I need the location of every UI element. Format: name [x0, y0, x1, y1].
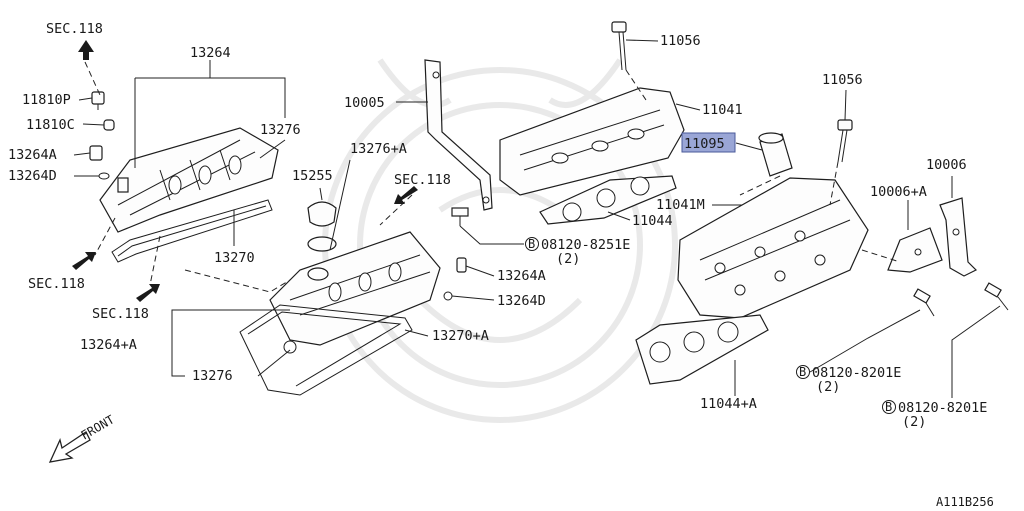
dowel-11095[interactable] [758, 132, 793, 177]
label-08120-8251E[interactable]: 08120-8251E [541, 237, 630, 253]
label-10006[interactable]: 10006 [926, 157, 967, 173]
sec118-arrow-center [394, 186, 418, 204]
label-15255[interactable]: 15255 [292, 168, 333, 184]
label-13264[interactable]: 13264 [190, 45, 231, 61]
label-13270[interactable]: 13270 [214, 250, 255, 266]
bolt-13264A-mid[interactable] [456, 257, 467, 273]
right-rocker-gasket[interactable] [239, 304, 413, 396]
label-11095[interactable]: 11095 [684, 136, 725, 152]
label-08120-8201E-a[interactable]: 08120-8201E [812, 365, 901, 381]
label-13276-bottom[interactable]: 13276 [192, 368, 233, 384]
bracket-10006[interactable] [939, 197, 978, 277]
left-rocker-cover[interactable] [99, 127, 279, 233]
label-11041[interactable]: 11041 [702, 102, 743, 118]
bolt-13264A-left[interactable] [89, 145, 103, 161]
highlight-11095 [681, 132, 736, 153]
label-sec118-left[interactable]: SEC.118 [28, 276, 85, 292]
left-rocker-gasket[interactable] [111, 199, 273, 263]
cylinder-head-11041M[interactable] [677, 177, 869, 319]
label-10006pA[interactable]: 10006+A [870, 184, 927, 200]
oil-filler-cap-15255[interactable] [307, 201, 337, 281]
label-sec118-center[interactable]: SEC.118 [394, 172, 451, 188]
label-11041M[interactable]: 11041M [656, 197, 705, 213]
bolt-08120-8251E[interactable] [451, 207, 469, 226]
label-08120-8201E-b[interactable]: 08120-8201E [898, 400, 987, 416]
label-11044pA[interactable]: 11044+A [700, 396, 757, 412]
label-11056-top[interactable]: 11056 [660, 33, 701, 49]
label-13264A-mid[interactable]: 13264A [497, 268, 546, 284]
label-11810C[interactable]: 11810C [26, 117, 75, 133]
right-rocker-cover[interactable] [269, 231, 441, 354]
label-13276-top[interactable]: 13276 [260, 122, 301, 138]
bolt-marker-8251E [525, 237, 539, 251]
label-13264D-mid[interactable]: 13264D [497, 293, 546, 309]
head-bolt-11056-top[interactable] [611, 21, 627, 71]
head-gasket-11044[interactable] [539, 175, 677, 225]
label-10005[interactable]: 10005 [344, 95, 385, 111]
bolt-marker-8201E-a [796, 365, 810, 379]
bolt-08120-8201E-b[interactable] [984, 282, 1009, 311]
bracket-10005[interactable] [424, 59, 493, 211]
bolt-marker-8201E-b [882, 400, 896, 414]
sec118-arrow-top [78, 40, 94, 60]
head-gasket-11044A[interactable] [635, 314, 769, 385]
front-arrow-icon [48, 431, 91, 463]
label-13264pA[interactable]: 13264+A [80, 337, 137, 353]
sec118-arrow-lower-left [136, 284, 160, 302]
leader-lines [73, 39, 1001, 398]
qty-08120-8201E-a: (2) [816, 379, 840, 395]
label-13276pA[interactable]: 13276+A [350, 141, 407, 157]
label-11056-right[interactable]: 11056 [822, 72, 863, 88]
label-sec118-top[interactable]: SEC.118 [46, 21, 103, 37]
bolt-marker-8201E-b-letter: B [885, 400, 892, 414]
label-13264D-left[interactable]: 13264D [8, 168, 57, 184]
label-13270pA[interactable]: 13270+A [432, 328, 489, 344]
qty-08120-8251E: (2) [556, 251, 580, 267]
drawing-code: A111B256 [936, 495, 994, 509]
bolt-08120-8201E-a[interactable] [913, 288, 935, 317]
label-sec118-lower-left[interactable]: SEC.118 [92, 306, 149, 322]
front-label: FRONT [79, 412, 117, 442]
washer-13264D-left[interactable] [98, 172, 110, 180]
bolt-marker-8251E-letter: B [528, 237, 535, 251]
part-labels: SEC.118 13264 11810P 11810C 13264A 13264… [8, 21, 994, 509]
bracket-10006A[interactable] [887, 227, 943, 273]
bolt-marker-8201E-a-letter: B [799, 365, 806, 379]
cylinder-head-11041[interactable] [499, 87, 685, 196]
washer-13264D-mid[interactable] [443, 291, 453, 301]
grommet-11810C[interactable] [103, 119, 115, 131]
qty-08120-8201E-b: (2) [902, 414, 926, 430]
pcv-valve-11810P[interactable] [91, 91, 105, 110]
label-11044[interactable]: 11044 [632, 213, 673, 229]
label-11810P[interactable]: 11810P [22, 92, 71, 108]
label-13264A-left[interactable]: 13264A [8, 147, 57, 163]
head-bolt-11056-right[interactable] [837, 119, 853, 163]
sec118-arrow-left [72, 252, 96, 270]
